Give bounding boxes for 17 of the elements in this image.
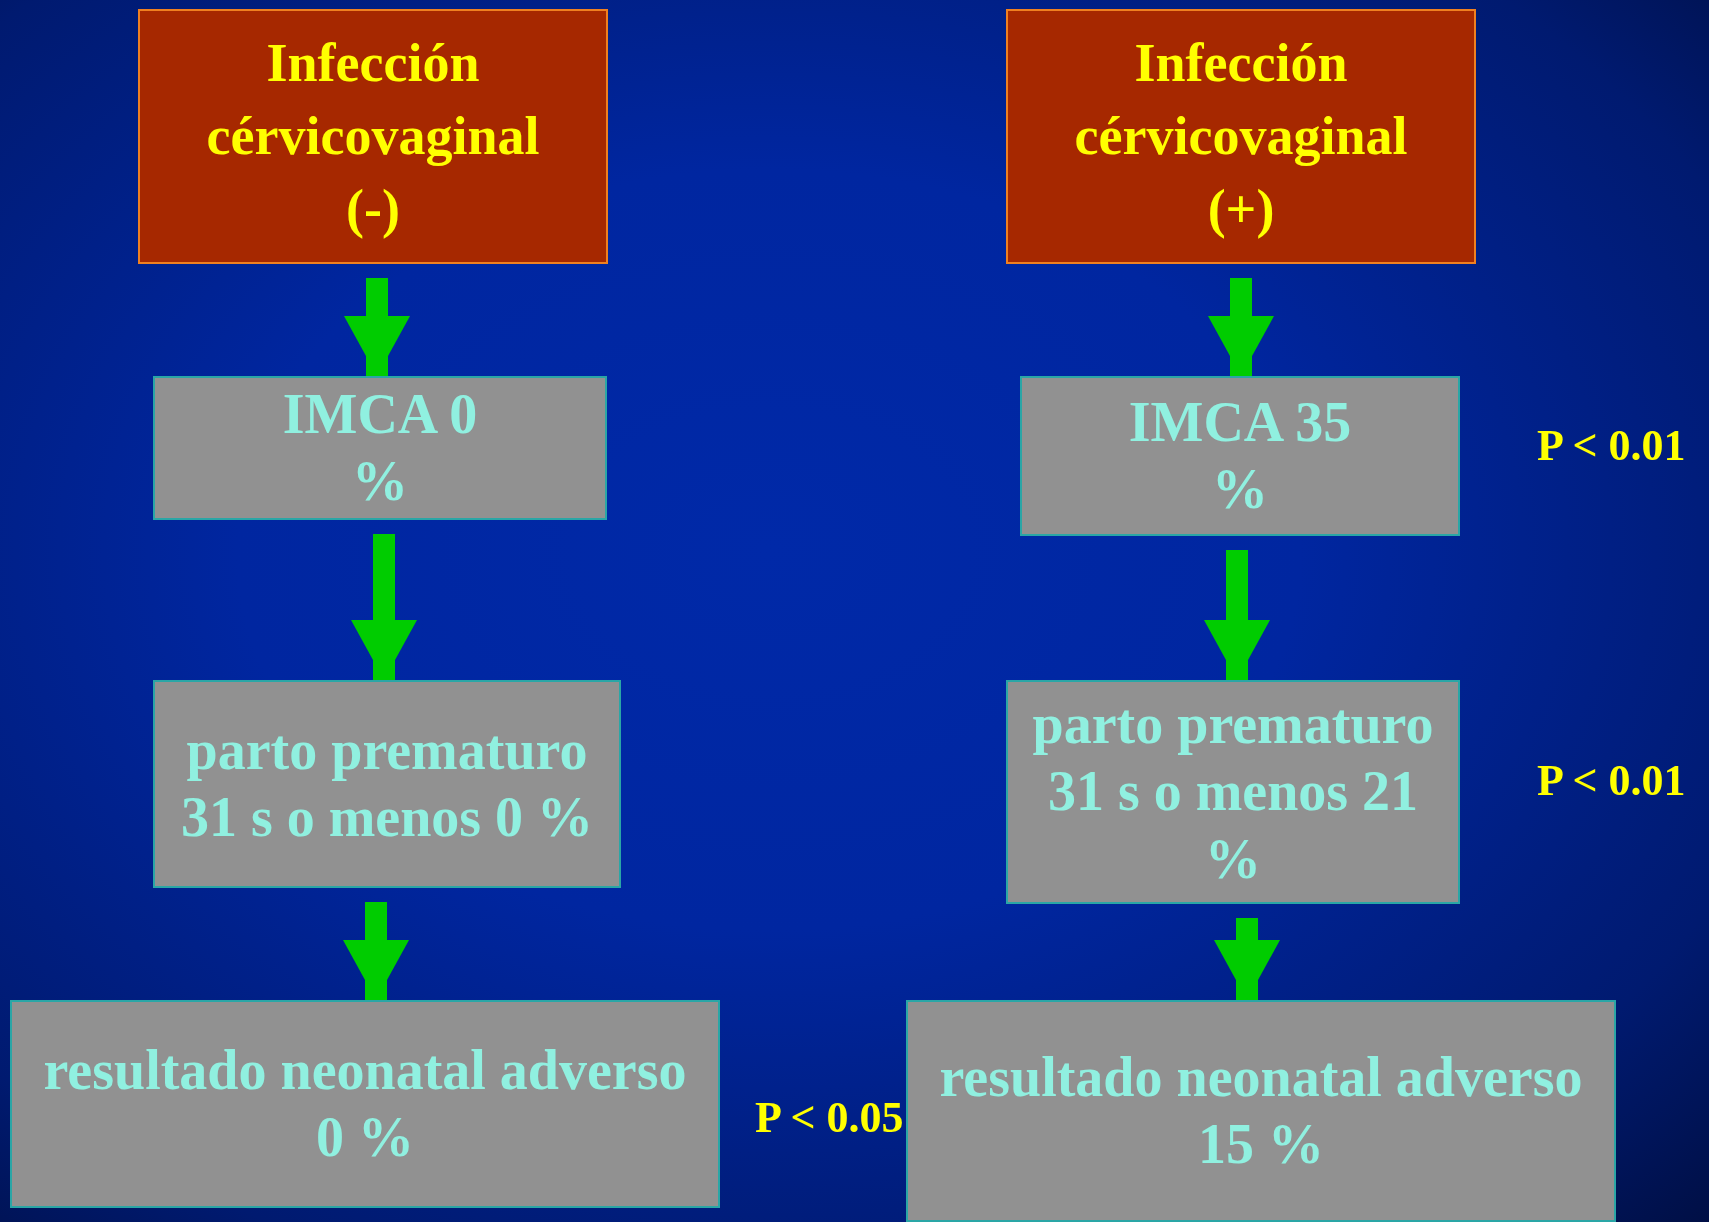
header-box: Infección cérvicovaginal (+) xyxy=(1006,9,1476,264)
arrow xyxy=(344,278,410,376)
result-box: resultado neonatal adverso 0 % xyxy=(10,1000,720,1208)
p-value-label: P < 0.05 xyxy=(755,1092,904,1143)
result-box: IMCA 35 % xyxy=(1020,376,1460,536)
header-box: Infección cérvicovaginal (-) xyxy=(138,9,608,264)
result-box: parto prematuro 31 s o menos 0 % xyxy=(153,680,621,888)
p-value-label: P < 0.01 xyxy=(1537,755,1686,806)
result-box: resultado neonatal adverso 15 % xyxy=(906,1000,1616,1222)
result-box: IMCA 0 % xyxy=(153,376,607,520)
arrow xyxy=(351,534,417,680)
arrow xyxy=(1204,550,1270,680)
result-box: parto prematuro 31 s o menos 21 % xyxy=(1006,680,1460,904)
arrow xyxy=(343,902,409,1000)
p-value-label: P < 0.01 xyxy=(1537,420,1686,471)
arrow xyxy=(1208,278,1274,376)
arrow xyxy=(1214,918,1280,1000)
